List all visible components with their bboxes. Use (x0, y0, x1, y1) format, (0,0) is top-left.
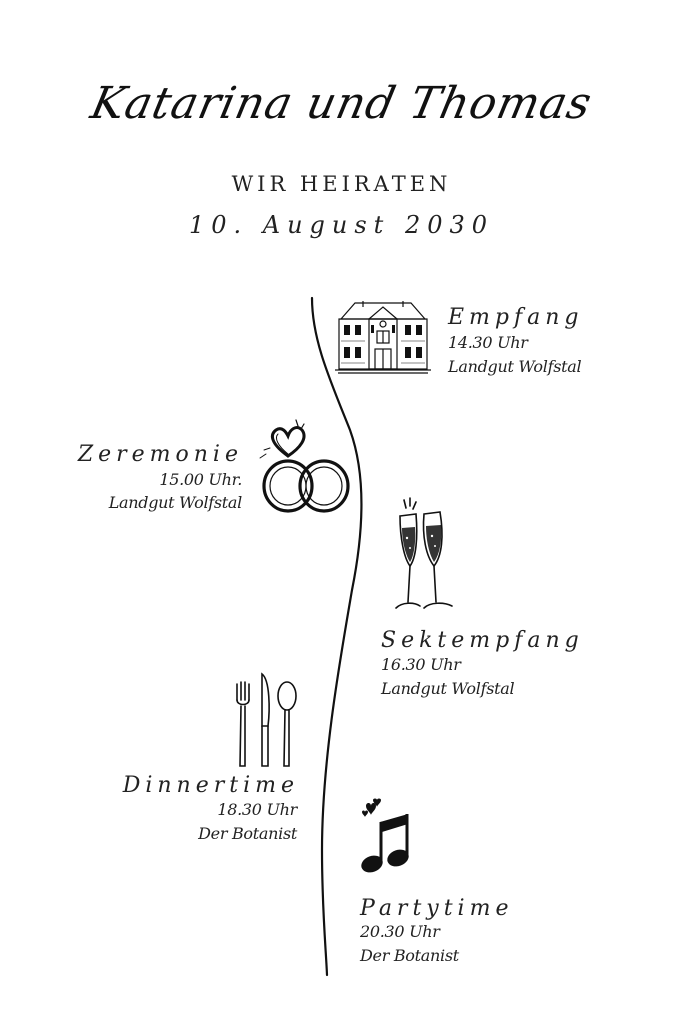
event-partytime-title: Partytime (360, 896, 514, 921)
event-zeremonie-time: 15.00 Uhr. (159, 470, 242, 489)
event-dinnertime-place: Der Botanist (198, 824, 297, 843)
event-partytime-place: Der Botanist (360, 946, 459, 965)
cutlery-icon (236, 672, 297, 767)
event-partytime-time: 20.30 Uhr (360, 922, 440, 941)
event-sektempfang-time: 16.30 Uhr (381, 655, 461, 674)
manor-house-icon (335, 301, 431, 374)
event-zeremonie-place: Landgut Wolfstal (108, 493, 243, 512)
invitation-subtitle: WIR HEIRATEN (231, 172, 452, 196)
champagne-glasses-icon (395, 497, 453, 609)
event-dinnertime-title: Dinnertime (122, 773, 299, 798)
music-note-icon (361, 798, 409, 873)
event-dinnertime-time: 18.30 Uhr (217, 800, 297, 819)
event-zeremonie-title: Zeremonie (77, 442, 243, 467)
wedding-date: 10. August 2030 (188, 211, 495, 239)
event-sektempfang-place: Landgut Wolfstal (381, 679, 515, 698)
event-empfang-title: Empfang (448, 305, 584, 330)
wedding-rings-icon (259, 419, 350, 513)
event-empfang-place: Landgut Wolfstal (448, 357, 582, 376)
event-sektempfang-title: Sektempfang (381, 628, 584, 653)
event-empfang-time: 14.30 Uhr (448, 333, 528, 352)
